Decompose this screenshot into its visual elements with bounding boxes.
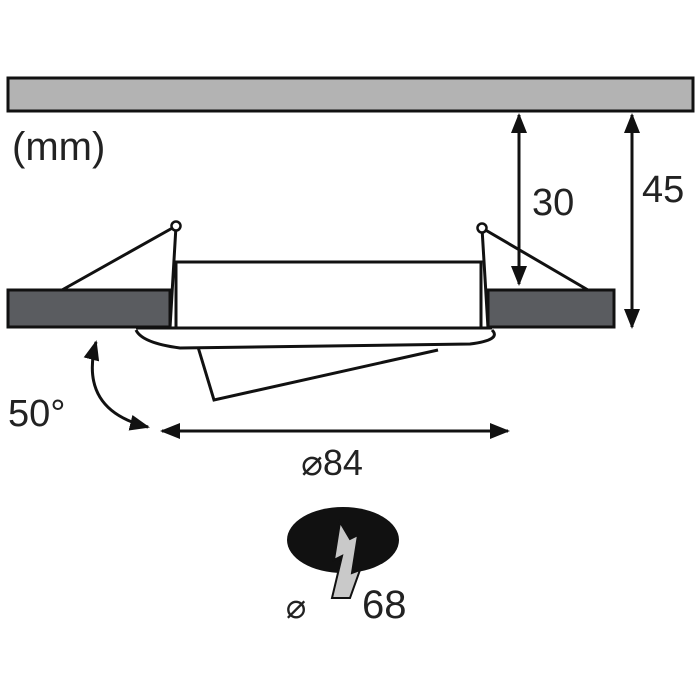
- ceiling-panel-right: [486, 288, 616, 329]
- cutout-diameter-label: 68: [362, 583, 407, 627]
- unit-label: (mm): [12, 125, 105, 169]
- cutout-diameter-symbol: ⌀: [286, 588, 306, 626]
- ceiling-cutout-icon: [287, 507, 399, 599]
- lamp-tilt-body: [196, 346, 439, 402]
- tilt-angle-label: 50°: [8, 393, 65, 435]
- lamp-rim: [134, 328, 496, 350]
- ceiling-panel-left: [6, 288, 172, 329]
- tilt-angle-arrow: [83, 340, 150, 431]
- dimension-label-30: 30: [532, 182, 574, 224]
- dimension-label-84: ⌀84: [301, 442, 363, 483]
- spring-clip-right-pivot: [476, 222, 488, 234]
- lamp-housing: [174, 260, 483, 330]
- dimension-label-45: 45: [642, 169, 684, 211]
- spring-clip-left-pivot: [170, 220, 182, 232]
- ceiling-slab: [6, 76, 695, 113]
